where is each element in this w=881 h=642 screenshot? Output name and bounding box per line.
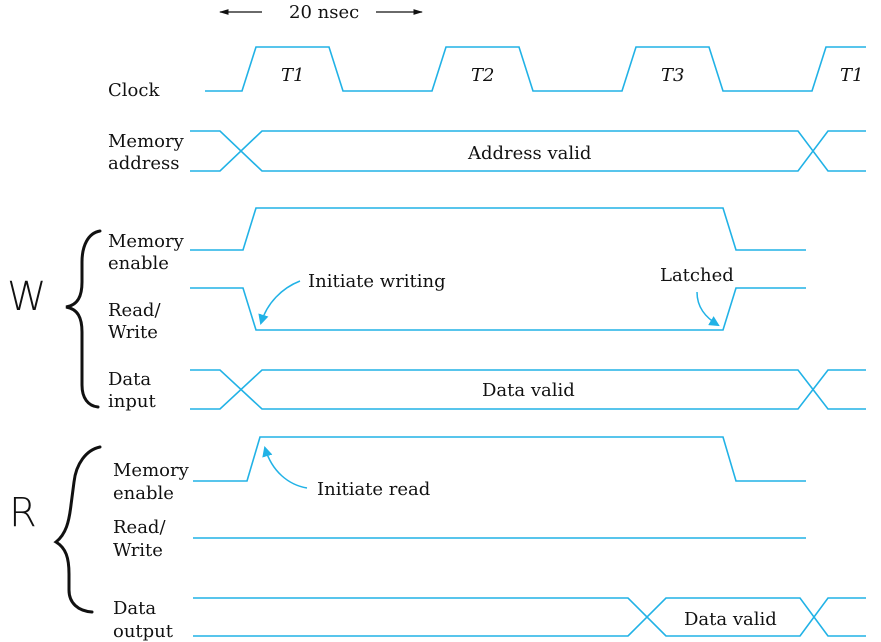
read-memory-enable-label-line1: Memory xyxy=(113,460,190,481)
data-input-label-line1: Data xyxy=(108,369,151,390)
data-output-signal: Data output Data valid xyxy=(113,597,866,642)
data-output-label-line2: output xyxy=(113,621,174,642)
initiate-read-label: Initiate read xyxy=(317,479,430,500)
period-label: 20 nsec xyxy=(289,2,359,23)
period-t3-label: T3 xyxy=(661,65,684,86)
read-read-write-signal: Read/ Write xyxy=(113,517,806,561)
write-memory-enable-label-line2: enable xyxy=(108,253,169,274)
initiate-read-arrow xyxy=(262,445,308,489)
read-memory-enable-signal: Memory enable Initiate read xyxy=(113,436,806,504)
clock-label: Clock xyxy=(108,80,160,101)
address-valid-label: Address valid xyxy=(467,143,591,164)
clock-signal: Clock T1 T2 T3 T1 xyxy=(108,46,866,101)
read-group-letter: R xyxy=(9,490,37,536)
memory-address-waveform xyxy=(190,130,866,172)
memory-address-label-line1: Memory xyxy=(108,131,185,152)
read-memory-enable-waveform xyxy=(193,436,806,482)
read-memory-enable-label-line2: enable xyxy=(113,483,174,504)
data-valid-input-label: Data valid xyxy=(482,380,575,401)
data-input-waveform xyxy=(190,369,866,410)
latched-arrow xyxy=(696,291,720,327)
initiate-writing-label: Initiate writing xyxy=(308,271,446,292)
clock-waveform xyxy=(205,46,866,92)
memory-address-signal: Memory address Address valid xyxy=(108,130,866,174)
memory-address-label-line2: address xyxy=(108,153,180,174)
period-dimension: 20 nsec xyxy=(219,2,423,23)
write-read-write-signal: Read/ Write Initiate writing Latched xyxy=(108,265,806,343)
write-read-write-label-line2: Write xyxy=(108,322,158,343)
write-read-write-waveform xyxy=(190,287,806,331)
write-group-letter: W xyxy=(7,274,47,320)
latched-label: Latched xyxy=(660,265,734,286)
period-t2-label: T2 xyxy=(471,65,494,86)
data-valid-output-label: Data valid xyxy=(684,609,777,630)
write-memory-enable-label-line1: Memory xyxy=(108,231,185,252)
data-output-waveform xyxy=(193,597,866,637)
initiate-writing-arrow xyxy=(258,280,301,326)
period-t1-next-label: T1 xyxy=(840,65,863,86)
read-read-write-label-line1: Read/ xyxy=(113,517,166,538)
write-memory-enable-waveform xyxy=(190,207,806,251)
write-group-brace xyxy=(65,229,102,409)
read-group-brace xyxy=(53,445,102,614)
data-input-label-line2: input xyxy=(108,391,156,412)
data-input-signal: Data input Data valid xyxy=(108,369,866,412)
data-output-label-line1: Data xyxy=(113,598,156,619)
read-read-write-label-line2: Write xyxy=(113,540,163,561)
write-memory-enable-signal: Memory enable xyxy=(108,207,806,274)
period-t1-label: T1 xyxy=(281,65,304,86)
write-read-write-label-line1: Read/ xyxy=(108,300,161,321)
